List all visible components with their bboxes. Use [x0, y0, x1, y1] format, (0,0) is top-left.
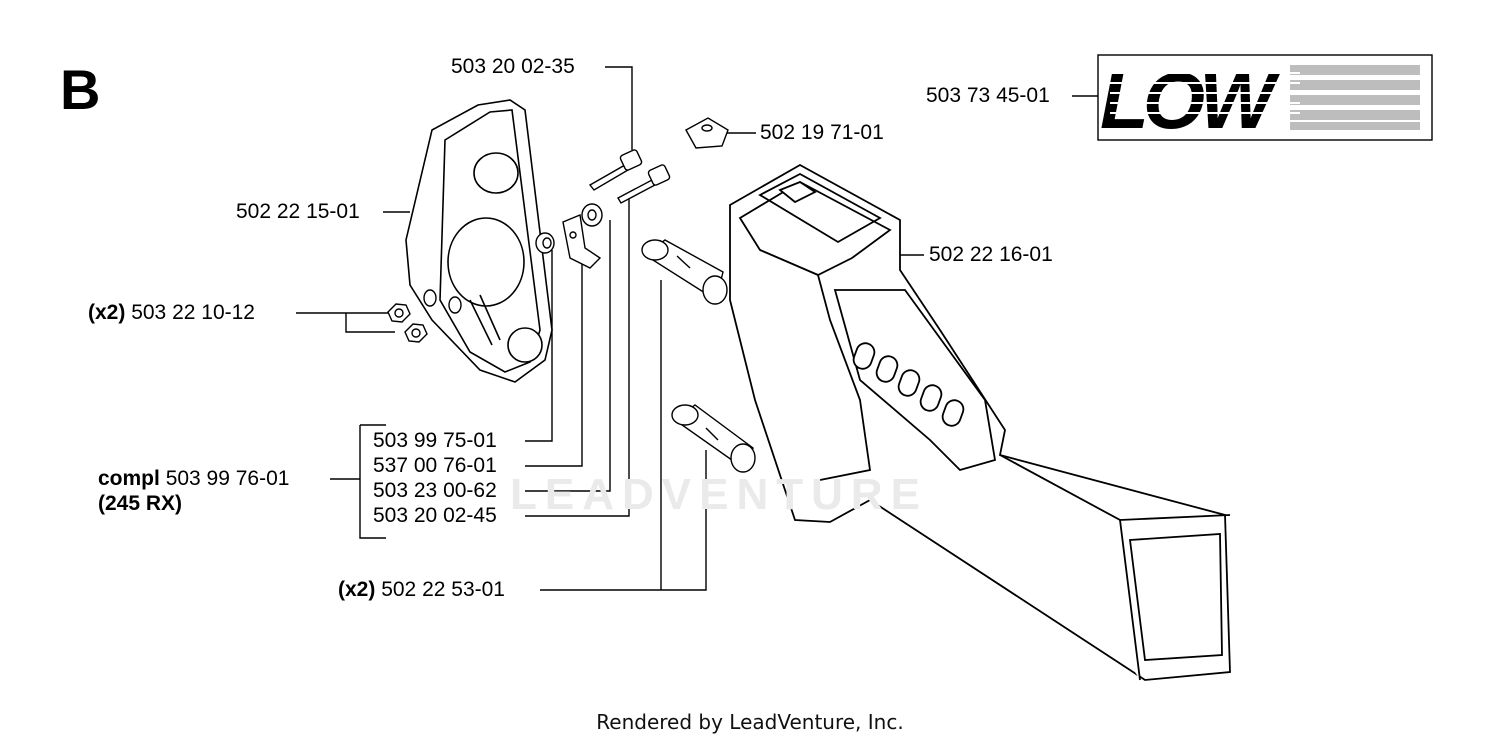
watermark: LEADVENTURE	[510, 470, 929, 519]
label-compl: 503 99 76-01	[165, 467, 290, 490]
label-compl-prefix: compl	[98, 467, 160, 490]
leader-spacer	[525, 250, 553, 442]
leader-washer	[525, 220, 611, 492]
leader-nut	[296, 312, 400, 333]
label-compl-row: compl 503 99 76-01	[98, 467, 289, 491]
decal-graphic: LOW	[1097, 54, 1433, 145]
leader-screw-top	[605, 66, 633, 150]
nut-parts	[387, 289, 462, 343]
decal-logo-text: LOW	[1100, 56, 1281, 145]
label-nut-qty: (x2)	[88, 301, 126, 324]
label-clip: 537 00 76-01	[373, 454, 497, 477]
label-spacer: 503 99 75-01	[373, 429, 497, 452]
label-bushing: 502 22 53-01	[381, 578, 505, 601]
label-compl-model: (245 RX)	[98, 492, 183, 515]
handle-body-part	[729, 163, 1231, 681]
screw-parts	[588, 149, 671, 204]
section-letter: B	[60, 58, 101, 121]
label-bushing-qty: (x2)	[338, 578, 376, 601]
footer-credit: Rendered by LeadVenture, Inc.	[596, 710, 904, 734]
leader-clip	[525, 246, 583, 467]
label-nut: 503 22 10-12	[131, 301, 255, 324]
label-handle-body: 502 22 16-01	[929, 243, 1053, 266]
label-screw-bottom: 503 20 02-45	[373, 504, 497, 527]
label-nut-row: (x2) 503 22 10-12	[88, 301, 255, 325]
label-nut-square: 502 19 71-01	[760, 121, 884, 144]
label-handle-cover: 502 22 15-01	[236, 200, 360, 223]
leader-bushing	[540, 280, 707, 591]
label-washer: 503 23 00-62	[373, 479, 497, 502]
hardware-parts	[535, 203, 603, 269]
label-bushing-row: (x2) 502 22 53-01	[338, 578, 505, 602]
label-screw-top: 503 20 02-35	[451, 55, 575, 78]
label-decal: 503 73 45-01	[926, 84, 1050, 107]
handle-cover-part	[405, 99, 553, 383]
bushing-parts	[641, 239, 756, 473]
square-nut-part	[685, 117, 729, 149]
leader-compl	[330, 424, 386, 539]
leader-screw-bottom	[525, 195, 630, 517]
